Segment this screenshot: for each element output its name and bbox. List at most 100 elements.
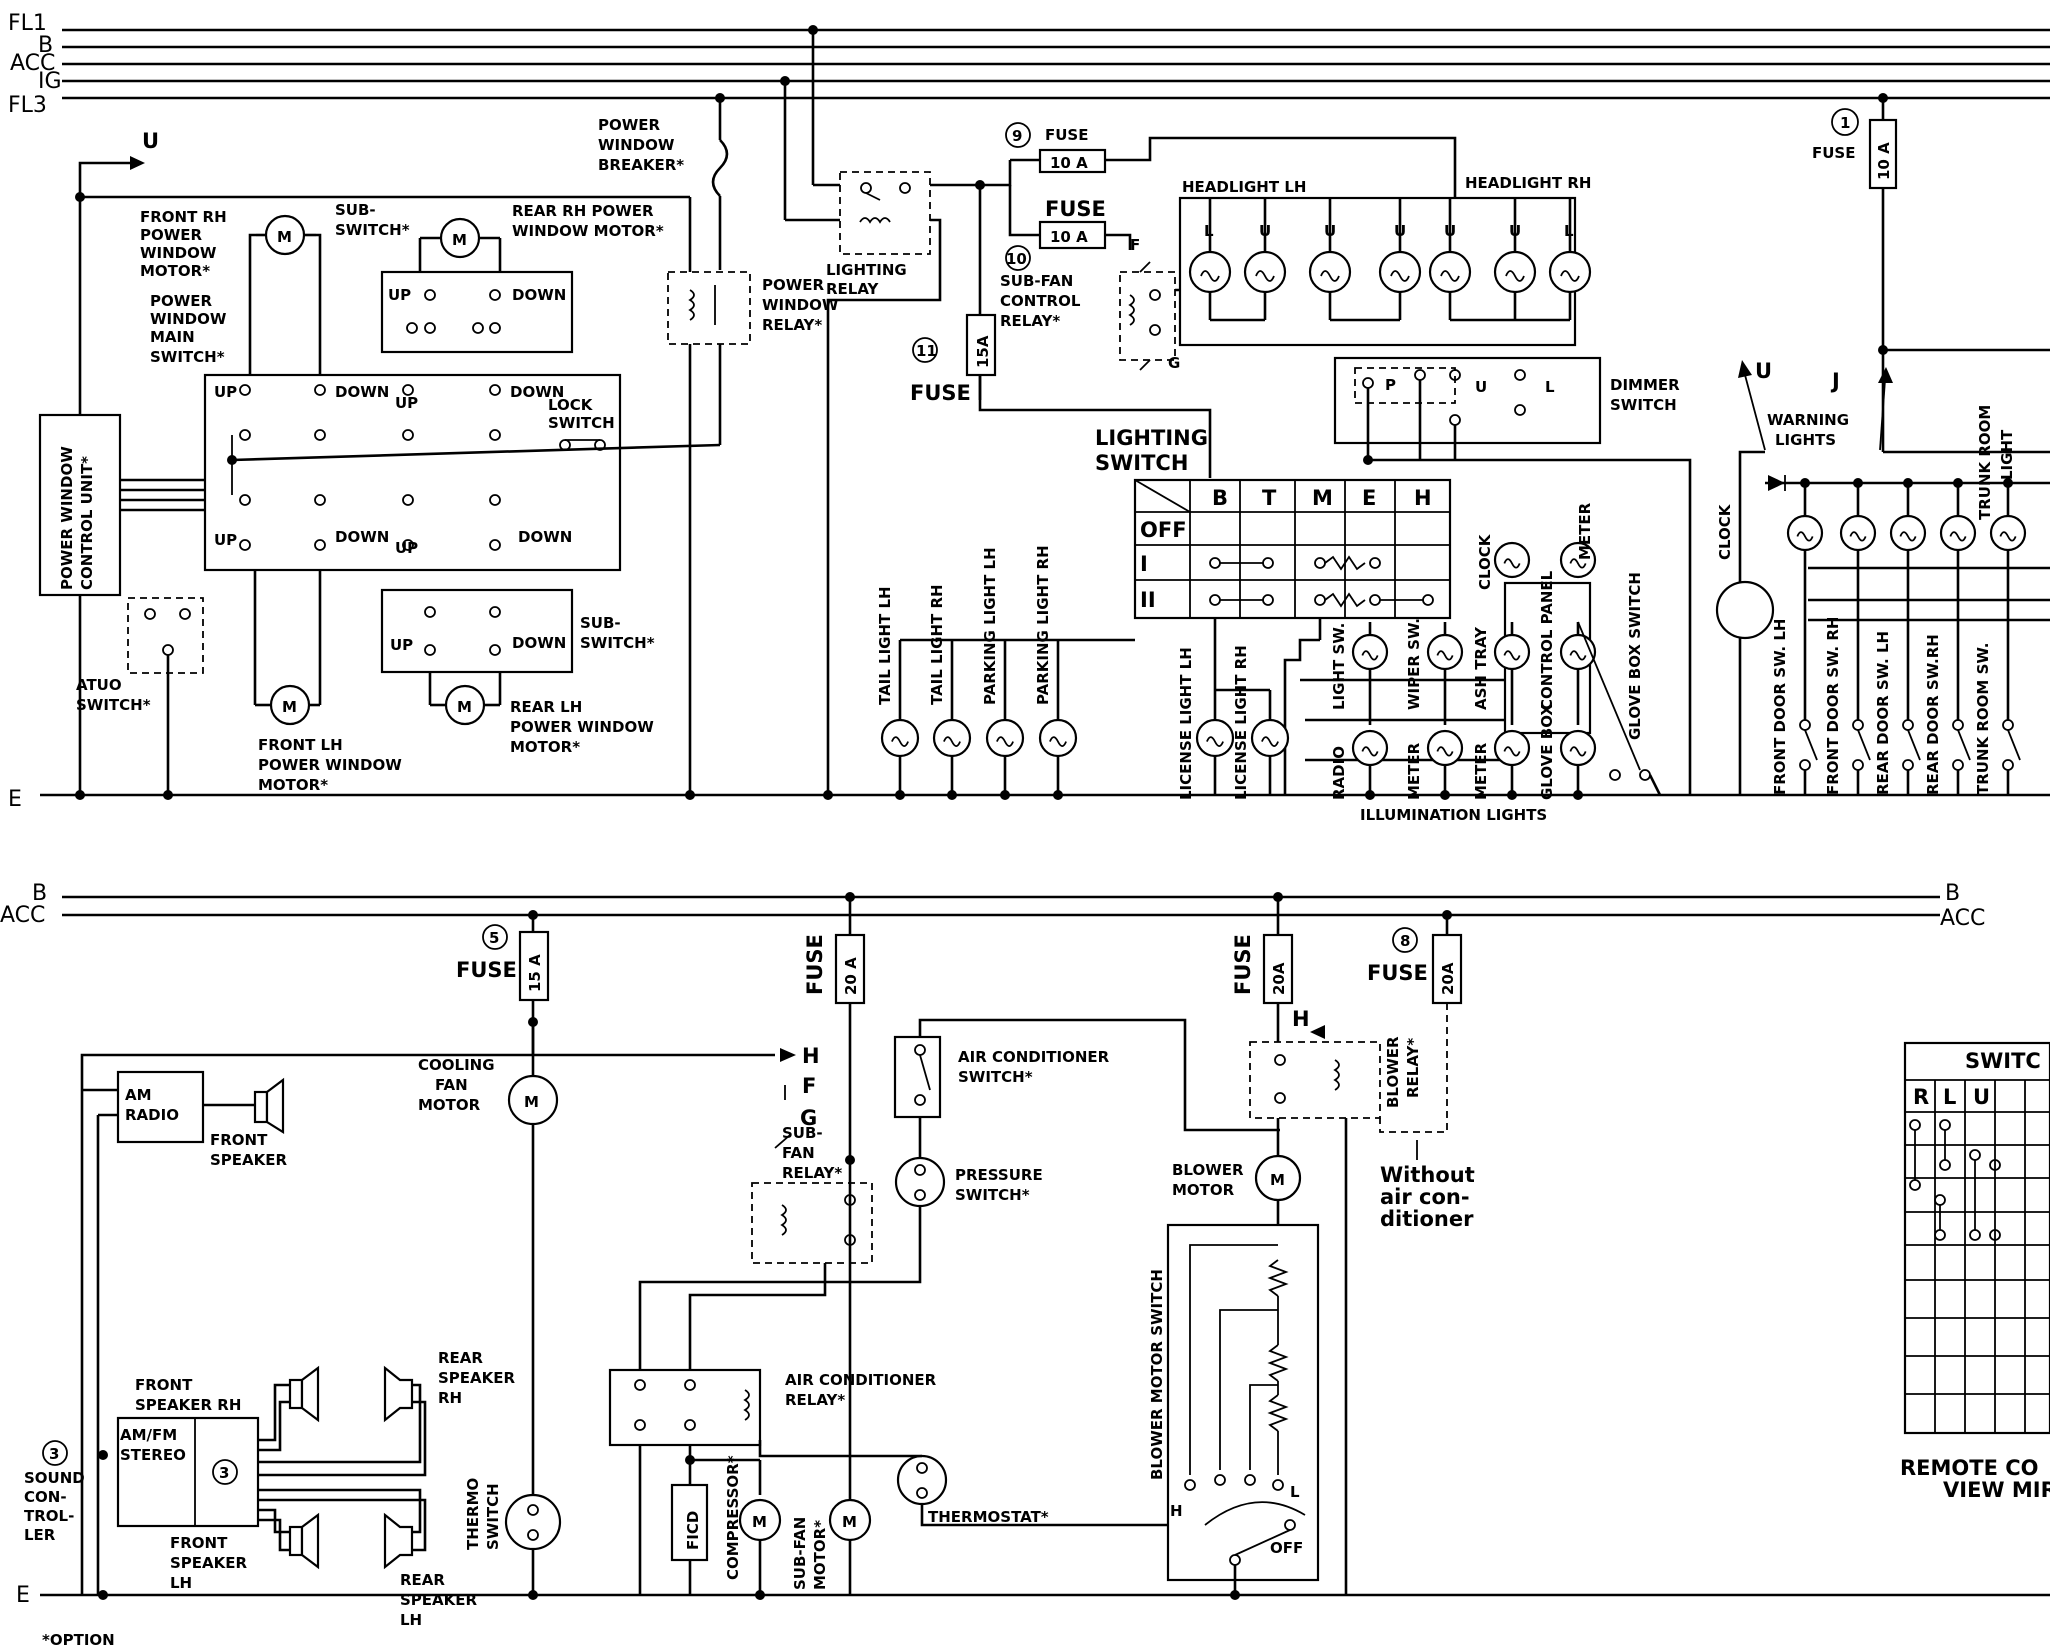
svg-text:VIEW MIR: VIEW MIR [1943, 1478, 2050, 1502]
svg-text:U: U [1444, 222, 1456, 240]
svg-text:DOWN: DOWN [518, 528, 572, 546]
svg-text:CONTROL PANEL: CONTROL PANEL [1538, 570, 1556, 710]
svg-text:UP: UP [214, 383, 237, 401]
svg-text:20A: 20A [1439, 962, 1457, 995]
headlight-bulb: U [1243, 198, 1287, 320]
svg-text:LIGHT: LIGHT [1998, 429, 2016, 480]
svg-text:STEREO: STEREO [120, 1446, 186, 1464]
svg-text:POWER: POWER [598, 116, 661, 134]
power-window-control-unit [38, 413, 122, 597]
svg-text:POWER WINDOW: POWER WINDOW [510, 718, 654, 736]
upper-ground-rail: E [8, 787, 2050, 812]
svg-text:FRONT RH: FRONT RH [140, 208, 227, 226]
svg-text:U: U [1394, 222, 1406, 240]
svg-text:FUSE: FUSE [803, 934, 827, 995]
svg-text:RELAY*: RELAY* [1404, 1038, 1422, 1098]
svg-text:20 A: 20 A [842, 957, 860, 995]
svg-text:WINDOW: WINDOW [598, 136, 675, 154]
svg-text:FICD: FICD [684, 1511, 702, 1550]
svg-text:F: F [1130, 236, 1140, 254]
svg-text:POWER WINDOW: POWER WINDOW [58, 446, 76, 590]
svg-text:GLOVE BOX: GLOVE BOX [1538, 704, 1556, 800]
svg-text:DOWN: DOWN [512, 286, 566, 304]
svg-text:THERMOSTAT*: THERMOSTAT* [928, 1508, 1049, 1526]
svg-text:FRONT LH: FRONT LH [258, 736, 343, 754]
svg-text:FAN: FAN [435, 1076, 468, 1094]
rail-acc2-label: ACC [0, 903, 45, 928]
svg-text:CON-: CON- [24, 1488, 67, 1506]
svg-text:SPEAKER: SPEAKER [170, 1554, 248, 1572]
rail-fl1-label: FL1 [8, 11, 47, 36]
rail-b-label: B [38, 33, 53, 58]
headlight-bulb: L [1548, 198, 1592, 320]
svg-text:H: H [802, 1044, 820, 1068]
rail-fl3-label: FL3 [8, 93, 47, 118]
svg-text:REAR: REAR [400, 1571, 445, 1589]
svg-text:LIGHTS: LIGHTS [1775, 431, 1836, 449]
svg-text:SUB-: SUB- [335, 201, 376, 219]
svg-text:REAR DOOR SW. LH: REAR DOOR SW. LH [1874, 631, 1892, 795]
svg-text:SWITCH: SWITCH [548, 414, 615, 432]
svg-text:FUSE: FUSE [1045, 197, 1106, 221]
headlight-bulb: U [1428, 198, 1472, 320]
headlight-bulb: L [1188, 198, 1232, 320]
svg-text:AM/FM: AM/FM [120, 1426, 177, 1444]
svg-text:DOWN: DOWN [335, 383, 389, 401]
svg-text:PARKING LIGHT RH: PARKING LIGHT RH [1034, 545, 1052, 705]
switch-row-label: II [1140, 588, 1156, 612]
svg-text:POWER WINDOW: POWER WINDOW [258, 756, 402, 774]
svg-text:LICENSE LIGHT RH: LICENSE LIGHT RH [1232, 645, 1250, 800]
svg-text:FUSE: FUSE [456, 958, 517, 982]
svg-text:COOLING: COOLING [418, 1056, 495, 1074]
svg-text:H: H [1292, 1007, 1310, 1031]
svg-text:15 A: 15 A [526, 954, 544, 992]
switch-column-b: B [1212, 486, 1228, 510]
svg-text:3: 3 [49, 1445, 59, 1463]
svg-text:SPEAKER RH: SPEAKER RH [135, 1396, 241, 1414]
svg-text:U: U [1324, 222, 1336, 240]
svg-text:RELAY*: RELAY* [1000, 312, 1060, 330]
svg-text:SUB-FAN: SUB-FAN [791, 1517, 809, 1590]
switch-row-label: I [1140, 552, 1148, 576]
svg-text:SWITCH*: SWITCH* [955, 1186, 1030, 1204]
svg-text:8: 8 [1400, 932, 1410, 950]
svg-text:SPEAKER: SPEAKER [210, 1151, 288, 1169]
svg-text:LH: LH [170, 1574, 192, 1592]
svg-text:G: G [800, 1106, 817, 1130]
rear-lamp: TAIL LIGHT LH [876, 586, 920, 800]
warning-circuit: 10 A 1 FUSE U J WARNING LIGHTS CLOCK TRU… [1715, 93, 2050, 795]
svg-text:P: P [1385, 376, 1396, 394]
headlight-bulb: U [1308, 198, 1352, 320]
svg-text:REAR DOOR SW.RH: REAR DOOR SW.RH [1924, 634, 1942, 795]
svg-text:FUSE: FUSE [1812, 144, 1855, 162]
svg-text:R: R [1913, 1085, 1929, 1109]
svg-text:20A: 20A [1270, 962, 1288, 995]
svg-text:LICENSE LIGHT LH: LICENSE LIGHT LH [1177, 647, 1195, 800]
svg-text:SWITCH*: SWITCH* [958, 1068, 1033, 1086]
warning-lamp: REAR DOOR SW.RH [1924, 478, 1977, 795]
svg-text:M: M [752, 1513, 767, 1531]
svg-text:METER: METER [1405, 742, 1423, 800]
warning-lamp: FRONT DOOR SW. RH [1824, 478, 1877, 795]
svg-text:FRONT: FRONT [210, 1131, 268, 1149]
svg-text:SWITC: SWITC [1965, 1049, 2041, 1073]
svg-text:SWITCH: SWITCH [484, 1483, 502, 1550]
svg-text:F: F [802, 1074, 816, 1098]
svg-text:FUSE: FUSE [910, 381, 971, 405]
svg-text:FRONT: FRONT [170, 1534, 228, 1552]
svg-text:FUSE: FUSE [1045, 126, 1088, 144]
svg-text:RADIO: RADIO [125, 1106, 179, 1124]
svg-text:RELAY*: RELAY* [762, 316, 822, 334]
svg-text:10 A: 10 A [1050, 154, 1088, 172]
svg-text:RH: RH [438, 1389, 462, 1407]
svg-text:SPEAKER: SPEAKER [438, 1369, 516, 1387]
svg-text:3: 3 [219, 1464, 229, 1482]
svg-text:LIGHTING: LIGHTING [826, 261, 907, 279]
svg-text:U: U [1973, 1085, 1990, 1109]
svg-text:M: M [457, 698, 472, 716]
rail-acc3-label: ACC [1940, 906, 1985, 931]
svg-text:BLOWER: BLOWER [1384, 1036, 1402, 1108]
